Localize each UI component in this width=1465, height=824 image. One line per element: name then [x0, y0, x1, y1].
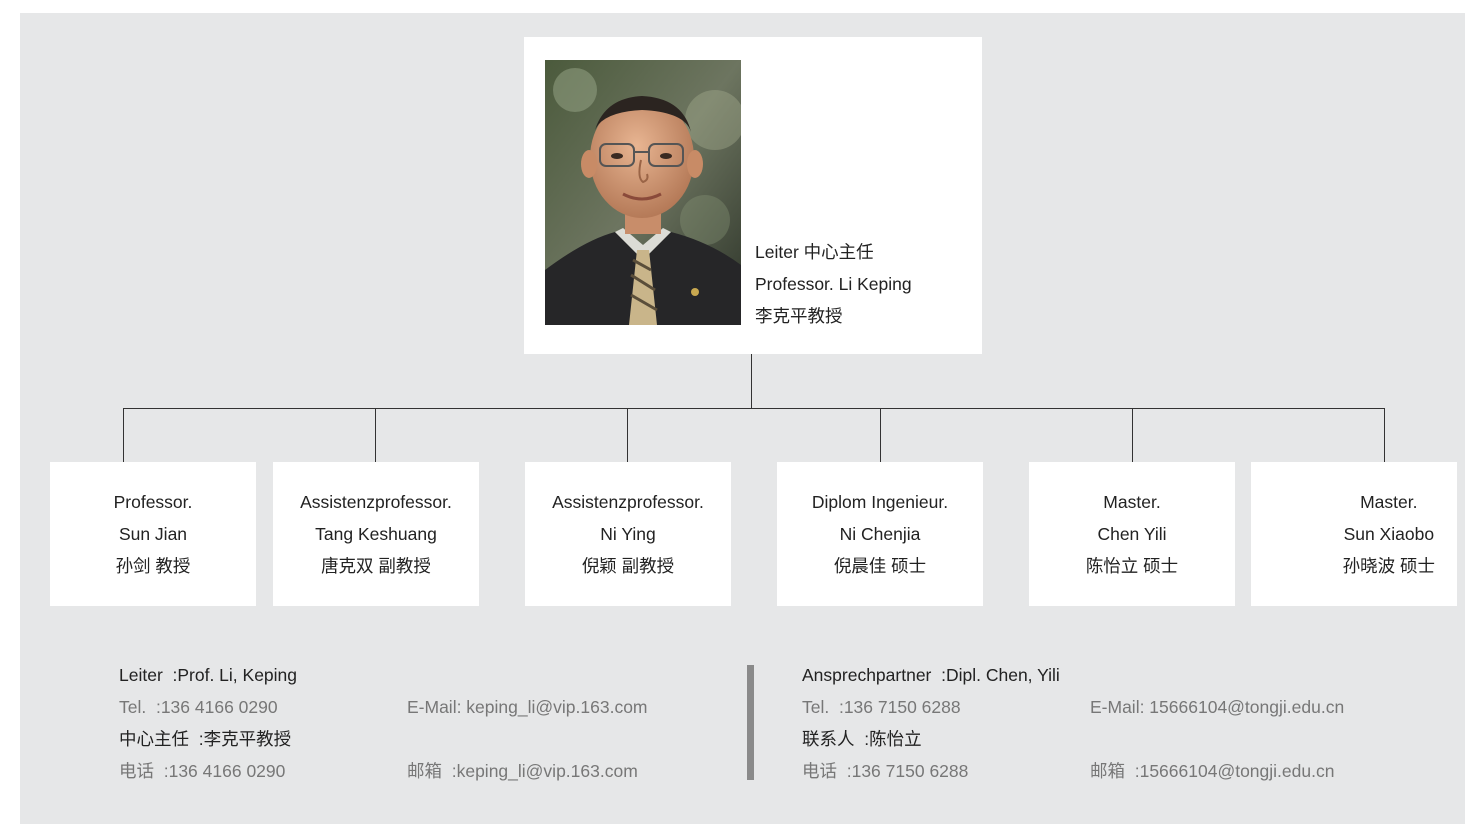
member-name: Sun Xiaobo: [1343, 524, 1435, 544]
member-title: Master.: [1360, 492, 1418, 512]
member-title: Professor.: [113, 492, 193, 512]
connector-branch-3: [627, 408, 628, 462]
contact-heading-cn: 中心主任 :李克平教授: [119, 729, 292, 749]
member-card: Master. Chen Yili 陈怡立 硕士: [1029, 462, 1235, 606]
contact-tel: Tel. :136 4166 0290: [119, 697, 278, 717]
leader-info: Leiter 中心主任 Professor. Li Keping 李克平教授: [755, 236, 912, 332]
contact-heading: Leiter :Prof. Li, Keping: [119, 665, 298, 685]
contact-email-cn: 邮箱 :15666104@tongji.edu.cn: [1090, 761, 1335, 781]
member-title: Master.: [1103, 492, 1161, 512]
leader-card: Leiter 中心主任 Professor. Li Keping 李克平教授: [524, 37, 982, 354]
member-name-cn: 倪颖 副教授: [581, 556, 675, 576]
contact-divider: [747, 665, 754, 780]
contact-heading: Ansprechpartner :Dipl. Chen, Yili: [802, 665, 1060, 685]
member-title: Assistenzprofessor.: [300, 492, 452, 512]
member-title: Diplom Ingenieur.: [811, 492, 949, 512]
org-chart-canvas: Leiter 中心主任 Professor. Li Keping 李克平教授 P…: [20, 13, 1465, 824]
member-name: Tang Keshuang: [315, 524, 437, 544]
connector-branch-5: [1132, 408, 1133, 462]
leader-photo: [545, 60, 741, 325]
contact-row-cn: 电话 :136 7150 6288 邮箱 :15666104@tongji.ed…: [802, 755, 1422, 787]
contact-tel: Tel. :136 7150 6288: [802, 697, 961, 717]
connector-branch-6: [1384, 408, 1385, 462]
member-name: Ni Chenjia: [839, 524, 921, 544]
member-text-group: Master. Sun Xiaobo 孙晓波 硕士: [1343, 486, 1435, 582]
contact-row: Tel. :136 4166 0290 E-Mail: keping_li@vi…: [119, 691, 719, 723]
connector-branch-2: [375, 408, 376, 462]
leader-name-cn: 李克平教授: [755, 306, 843, 326]
member-name-cn: 唐克双 副教授: [321, 556, 431, 576]
contact-tel-cn: 电话 :136 4166 0290: [119, 761, 286, 781]
member-name-cn: 陈怡立 硕士: [1085, 556, 1179, 576]
connector-branch-4: [880, 408, 881, 462]
portrait-image: [545, 60, 741, 325]
connector-horizontal: [123, 408, 1385, 409]
member-card: Professor. Sun Jian 孙剑 教授: [50, 462, 256, 606]
member-card: Assistenzprofessor. Tang Keshuang 唐克双 副教…: [273, 462, 479, 606]
contact-email: E-Mail: keping_li@vip.163.com: [407, 697, 648, 717]
member-name: Sun Jian: [118, 524, 188, 544]
member-name-cn: 倪晨佳 硕士: [833, 556, 927, 576]
leader-name: Professor. Li Keping: [755, 274, 912, 294]
connector-branch-1: [123, 408, 124, 462]
member-title: Assistenzprofessor.: [552, 492, 704, 512]
member-card: Master. Sun Xiaobo 孙晓波 硕士: [1251, 462, 1457, 606]
contact-tel-cn: 电话 :136 7150 6288: [802, 761, 969, 781]
contact-person: Ansprechpartner :Dipl. Chen, Yili Tel. :…: [802, 659, 1422, 787]
member-card: Diplom Ingenieur. Ni Chenjia 倪晨佳 硕士: [777, 462, 983, 606]
contact-email: E-Mail: 15666104@tongji.edu.cn: [1090, 697, 1345, 717]
member-name: Chen Yili: [1097, 524, 1167, 544]
contact-leader: Leiter :Prof. Li, Keping Tel. :136 4166 …: [119, 659, 719, 787]
contact-row-cn: 电话 :136 4166 0290 邮箱 :keping_li@vip.163.…: [119, 755, 719, 787]
member-name: Ni Ying: [600, 524, 656, 544]
member-name-cn: 孙晓波 硕士: [1342, 556, 1435, 576]
contact-row: Tel. :136 7150 6288 E-Mail: 15666104@ton…: [802, 691, 1422, 723]
member-card: Assistenzprofessor. Ni Ying 倪颖 副教授: [525, 462, 731, 606]
member-name-cn: 孙剑 教授: [115, 556, 191, 576]
contact-heading-cn: 联系人 :陈怡立: [802, 729, 922, 749]
leader-title: Leiter 中心主任: [755, 242, 874, 262]
connector-trunk: [751, 354, 752, 408]
contact-email-cn: 邮箱 :keping_li@vip.163.com: [407, 761, 638, 781]
